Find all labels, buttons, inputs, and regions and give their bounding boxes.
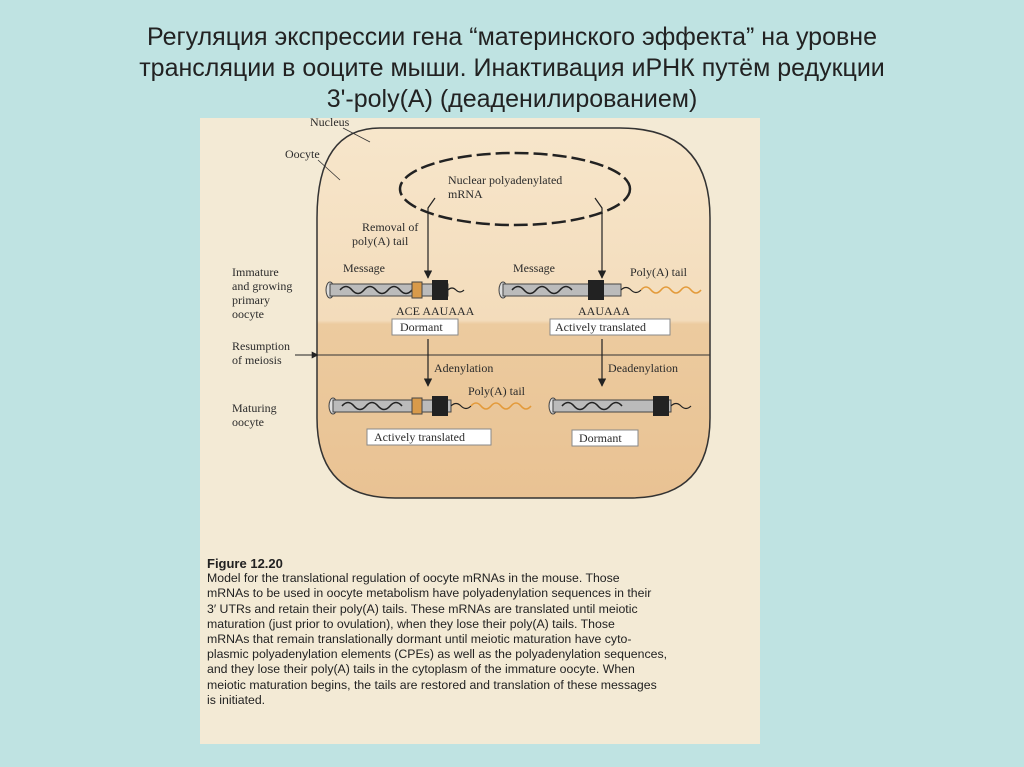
caption-line: 3′ UTRs and retain their poly(A) tails. … [207, 601, 638, 616]
actively-translated-bottom-label: Actively translated [374, 430, 465, 444]
caption-line: plasmic polyadenylation elements (CPEs) … [207, 647, 668, 662]
dormant-top-label: Dormant [400, 320, 443, 334]
nuclear-mrna-label-1: Nuclear polyadenylated [448, 173, 562, 187]
removal-label-1: Removal of [362, 220, 418, 234]
title-line-1: Регуляция экспрессии гена “материнского … [147, 23, 877, 51]
message-label-left: Message [343, 261, 385, 275]
title-line-2: трансляции в ооците мыши. Инактивация иР… [139, 54, 885, 82]
diagram-svg: Nucleus Oocyte Nuclear polyadenylated mR… [232, 118, 711, 499]
adenylation-label: Adenylation [434, 361, 493, 375]
caption-line: maturation (just prior to ovulation), wh… [207, 616, 615, 631]
polya-tail-bottom-label: Poly(A) tail [468, 384, 526, 398]
ace-aauaaa-label: ACE AAUAAA [396, 304, 475, 318]
actively-translated-top-label: Actively translated [555, 320, 646, 334]
stage-resumption-2: of meiosis [232, 353, 282, 367]
stage-immature-2: and growing [232, 279, 292, 293]
nucleus [398, 151, 632, 227]
removal-label-2: poly(A) tail [352, 234, 409, 248]
message-label-right: Message [513, 261, 555, 275]
figure-image: Nucleus Oocyte Nuclear polyadenylated mR… [200, 118, 760, 744]
arrow-removal [423, 197, 436, 279]
dormant-bottom-label: Dormant [579, 431, 622, 445]
caption-line: mRNAs that remain translationally dorman… [207, 632, 632, 647]
deadenylation-label: Deadenylation [608, 361, 678, 375]
slide-title: Регуляция экспрессии гена “материнского … [40, 22, 984, 115]
caption-line: meiotic maturation begins, the tails are… [207, 677, 657, 692]
stage-immature-3: primary [232, 293, 270, 307]
nuclear-mrna-label-2: mRNA [448, 187, 483, 201]
stage-immature-4: oocyte [232, 307, 264, 321]
mrna-dormant-bottom: Dormant [548, 396, 692, 447]
caption-line: and they lose their poly(A) tails in the… [207, 662, 635, 677]
arrow-retain [594, 197, 607, 279]
mrna-dormant-top: Message ACE AAUAAA Dormant [325, 261, 475, 336]
oocyte-label: Oocyte [285, 147, 320, 161]
title-line-3: 3'-poly(A) (деаденилированием) [326, 85, 698, 113]
stage-resumption-1: Resumption [232, 339, 290, 353]
mrna-translated-top: Message Poly(A) tail AAUAAA Actively tra… [498, 261, 702, 336]
stage-maturing-1: Maturing [232, 401, 277, 415]
nucleus-label: Nucleus [310, 118, 350, 129]
polya-tail-top-label: Poly(A) tail [630, 265, 688, 279]
caption-line: mRNAs to be used in oocyte metabolism ha… [207, 586, 652, 601]
figure-caption: Figure 12.20 Model for the translational… [207, 556, 755, 708]
caption-line: Model for the translational regulation o… [207, 571, 620, 586]
aauaaa-label: AAUAAA [578, 304, 630, 318]
stage-maturing-2: oocyte [232, 415, 264, 429]
caption-line: is initiated. [207, 692, 266, 707]
stage-immature-1: Immature [232, 265, 279, 279]
figure-number: Figure 12.20 [207, 556, 283, 571]
mrna-translated-bottom: Poly(A) tail Actively translated [328, 384, 532, 446]
